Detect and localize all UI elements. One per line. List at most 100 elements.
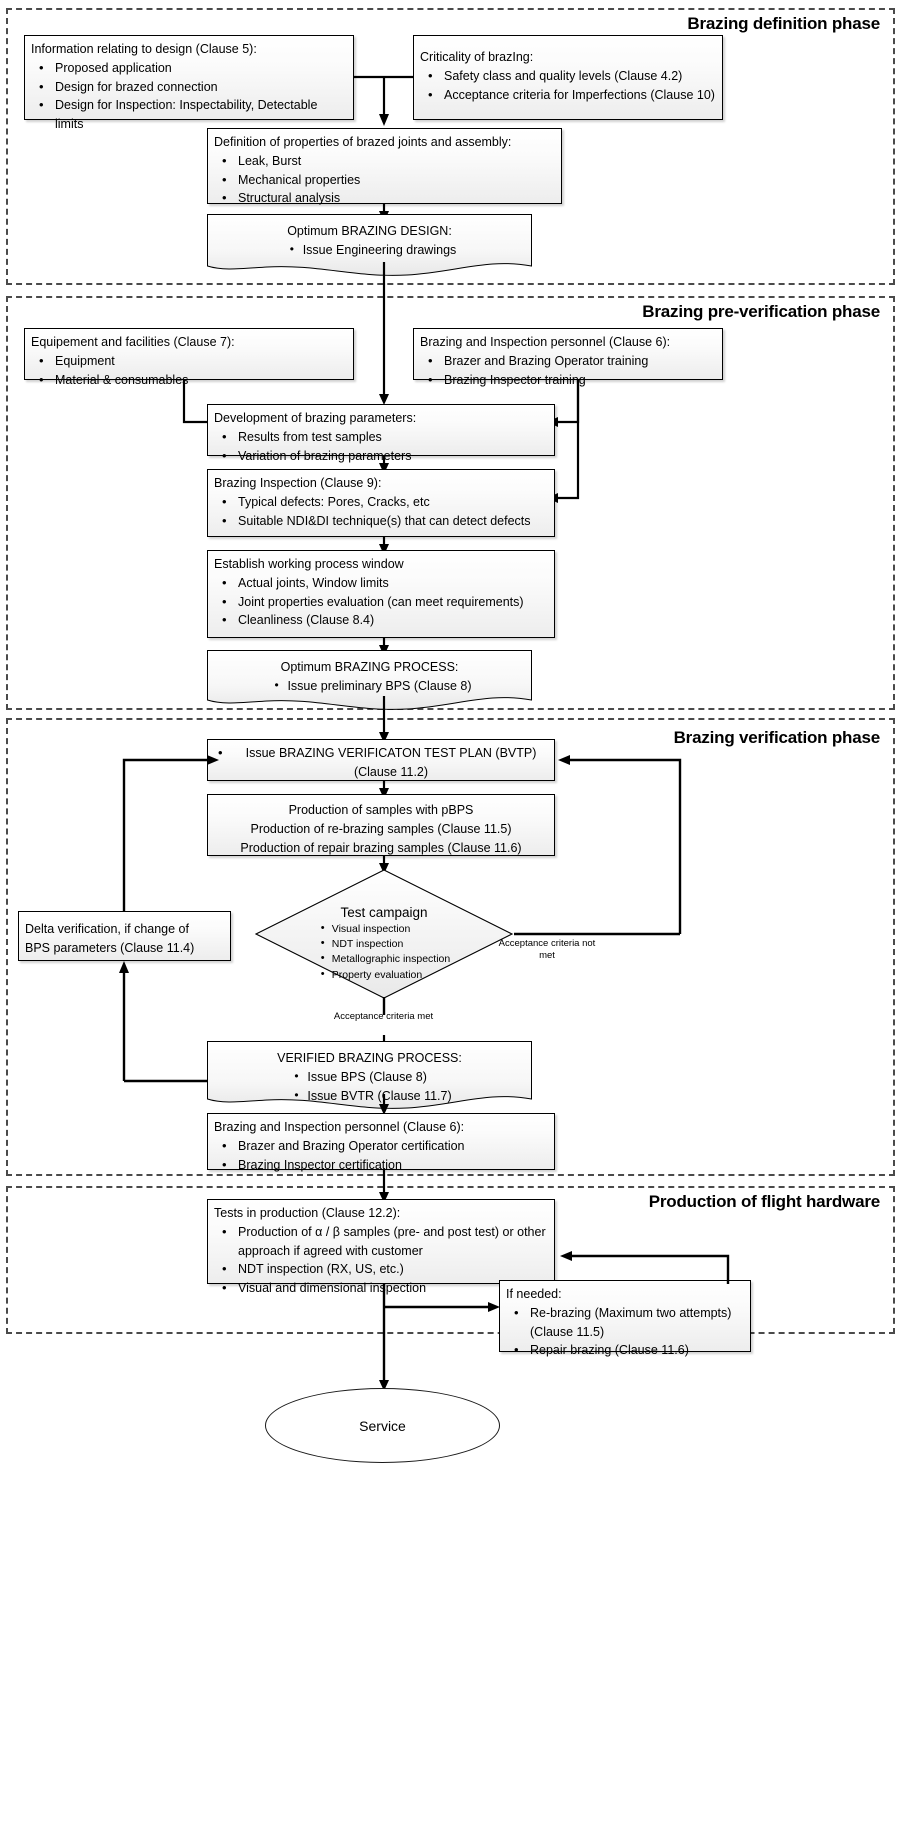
bullet-list: Results from test samples Variation of b… — [214, 427, 548, 466]
bullet-item: Visual and dimensional inspection — [222, 1278, 548, 1298]
box-issue-bvtp[interactable]: Issue BRAZING VERIFICATON TEST PLAN (BVT… — [207, 739, 555, 781]
box-header: Brazing Inspection (Clause 9): — [214, 476, 382, 490]
bullet-item: Leak, Burst — [222, 151, 555, 171]
doc-optimum-brazing-process[interactable]: Optimum BRAZING PROCESS: Issue prelimina… — [207, 650, 532, 712]
box-information-relating-to-design[interactable]: Information relating to design (Clause 5… — [24, 35, 354, 131]
bullet-list: Actual joints, Window limits Joint prope… — [214, 573, 548, 630]
line-item: Delta verification, if change of — [25, 922, 189, 936]
phase-label-definition: Brazing definition phase — [687, 14, 880, 33]
doc-content: Optimum BRAZING DESIGN: Issue Engineerin… — [207, 214, 532, 260]
bullet-item: Brazing Inspector training — [428, 370, 716, 390]
bullet-item: NDT inspection — [321, 936, 450, 952]
box-criticality-of-brazing[interactable]: Criticality of brazIng: Safety class and… — [413, 35, 723, 120]
bullet-item: Joint properties evaluation (can meet re… — [222, 592, 548, 612]
diamond-content: Test campaign Visual inspection NDT insp… — [255, 869, 513, 983]
bullet-item: Production of α / β samples (pre- and po… — [222, 1222, 548, 1261]
decision-test-campaign[interactable]: Test campaign Visual inspection NDT insp… — [255, 869, 513, 999]
bullet-item: Structural analysis — [222, 188, 555, 208]
line-item: Production of samples with pBPS — [288, 803, 474, 817]
line-item: BPS parameters (Clause 11.4) — [25, 940, 195, 955]
connector-tests-to-service — [379, 1284, 389, 1391]
terminator-label: Service — [359, 1417, 406, 1434]
bullet-item: Issue BPS (Clause 8) — [294, 1067, 451, 1087]
connector-acceptance-not-met-loop — [514, 755, 682, 936]
box-if-needed[interactable]: If needed: Re-brazing (Maximum two attem… — [499, 1280, 751, 1360]
phase-label-verification: Brazing verification phase — [673, 728, 881, 747]
connector-tests-to-if-needed — [384, 1302, 500, 1312]
doc-header: VERIFIED BRAZING PROCESS: — [277, 1051, 462, 1065]
phase-definition — [6, 8, 895, 285]
bullet-item: Re-brazing (Maximum two attempts) (Claus… — [514, 1303, 744, 1342]
box-personnel-certification[interactable]: Brazing and Inspection personnel (Clause… — [207, 1113, 555, 1174]
line-item: Production of repair brazing samples (Cl… — [240, 840, 522, 855]
bullet-item: Typical defects: Pores, Cracks, etc — [222, 492, 548, 512]
bullet-item: Acceptance criteria for Imperfections (C… — [428, 85, 716, 105]
bullet-item: Brazer and Brazing Operator certificatio… — [222, 1136, 548, 1156]
box-header: Brazing and Inspection personnel (Clause… — [420, 335, 671, 349]
bullet-item: Variation of brazing parameters — [222, 446, 548, 466]
box-development-of-brazing-parameters[interactable]: Development of brazing parameters: Resul… — [207, 404, 555, 465]
bullet-list: Issue Engineering drawings — [283, 240, 457, 260]
bullet-list: Leak, Burst Mechanical properties Struct… — [214, 151, 555, 208]
bullet-item: NDT inspection (RX, US, etc.) — [222, 1259, 548, 1279]
connector-bvtp-to-production-samples — [379, 781, 389, 799]
bullet-item: Issue Engineering drawings — [290, 240, 457, 260]
box-header: Definition of properties of brazed joint… — [214, 135, 512, 149]
bullet-item: Suitable NDI&DI technique(s) that can de… — [222, 511, 548, 531]
bullet-list: Production of α / β samples (pre- and po… — [214, 1222, 548, 1298]
bullet-list: Issue BRAZING VERIFICATON TEST PLAN (BVT… — [214, 743, 548, 782]
connector-verified-to-delta — [119, 961, 218, 1083]
bullet-list: Safety class and quality levels (Clause … — [420, 66, 716, 105]
bullet-item: Equipment — [39, 351, 347, 371]
terminator-service[interactable]: Service — [265, 1388, 500, 1463]
bullet-item: Mechanical properties — [222, 170, 555, 190]
box-establish-working-process-window[interactable]: Establish working process window Actual … — [207, 550, 555, 638]
box-header: Establish working process window — [214, 557, 404, 571]
edge-label-acceptance-not-met: Acceptance criteria not met — [498, 938, 596, 961]
box-header: If needed: — [506, 1287, 562, 1301]
doc-verified-brazing-process[interactable]: VERIFIED BRAZING PROCESS: Issue BPS (Cla… — [207, 1041, 532, 1112]
box-tests-in-production[interactable]: Tests in production (Clause 12.2): Produ… — [207, 1199, 555, 1297]
bullet-item: Repair brazing (Clause 11.6) — [514, 1340, 744, 1360]
connector-development-to-inspection — [379, 456, 389, 474]
connector-design-criticality-join — [354, 75, 414, 126]
box-personnel-training[interactable]: Brazing and Inspection personnel (Clause… — [413, 328, 723, 389]
box-delta-verification[interactable]: Delta verification, if change of BPS par… — [18, 911, 231, 961]
phase-verification — [6, 718, 895, 1176]
connector-design-to-development — [379, 262, 389, 405]
bullet-list: Visual inspection NDT inspection Metallo… — [318, 921, 451, 983]
box-header: Criticality of brazIng: — [420, 50, 534, 64]
bullet-item: Proposed application — [39, 58, 347, 78]
phase-production — [6, 1186, 895, 1334]
phase-label-production: Production of flight hardware — [648, 1192, 880, 1211]
bullet-list: Proposed application Design for brazed c… — [31, 58, 347, 134]
bullet-list: Issue BPS (Clause 8) Issue BVTR (Clause … — [287, 1067, 451, 1106]
box-equipment-and-facilities[interactable]: Equipement and facilities (Clause 7): Eq… — [24, 328, 354, 389]
doc-header: Optimum BRAZING PROCESS: — [280, 660, 459, 674]
bullet-item: Property evaluation — [321, 967, 450, 983]
bullet-list: Re-brazing (Maximum two attempts) (Claus… — [506, 1303, 744, 1360]
doc-content: Optimum BRAZING PROCESS: Issue prelimina… — [207, 650, 532, 696]
box-definition-of-properties[interactable]: Definition of properties of brazed joint… — [207, 128, 562, 208]
connector-optimum-process-to-bvtp — [379, 696, 389, 743]
line-item: Production of re-brazing samples (Clause… — [250, 821, 512, 836]
doc-header: Optimum BRAZING DESIGN: — [287, 224, 452, 238]
bullet-item: Brazer and Brazing Operator training — [428, 351, 716, 371]
bullet-item: Design for Inspection: Inspectability, D… — [39, 95, 347, 134]
diamond-header: Test campaign — [340, 905, 428, 920]
box-header: Information relating to design (Clause 5… — [31, 42, 257, 56]
bullet-item: Brazing Inspector certification — [222, 1155, 548, 1175]
box-brazing-inspection[interactable]: Brazing Inspection (Clause 9): Typical d… — [207, 469, 555, 537]
bullet-item: Issue preliminary BPS (Clause 8) — [274, 676, 471, 696]
bullet-item: Safety class and quality levels (Clause … — [428, 66, 716, 86]
connector-certification-to-tests — [379, 1170, 389, 1203]
box-production-of-samples[interactable]: Production of samples with pBPS Producti… — [207, 794, 555, 856]
bullet-item: Issue BRAZING VERIFICATON TEST PLAN (BVT… — [218, 743, 548, 782]
doc-optimum-brazing-design[interactable]: Optimum BRAZING DESIGN: Issue Engineerin… — [207, 214, 532, 278]
bullet-item: Metallographic inspection — [321, 951, 451, 967]
connector-samples-to-test-campaign — [379, 856, 389, 874]
bullet-list: Brazer and Brazing Operator certificatio… — [214, 1136, 548, 1175]
connector-inspection-to-process-window — [379, 537, 389, 555]
bullet-item: Results from test samples — [222, 427, 548, 447]
